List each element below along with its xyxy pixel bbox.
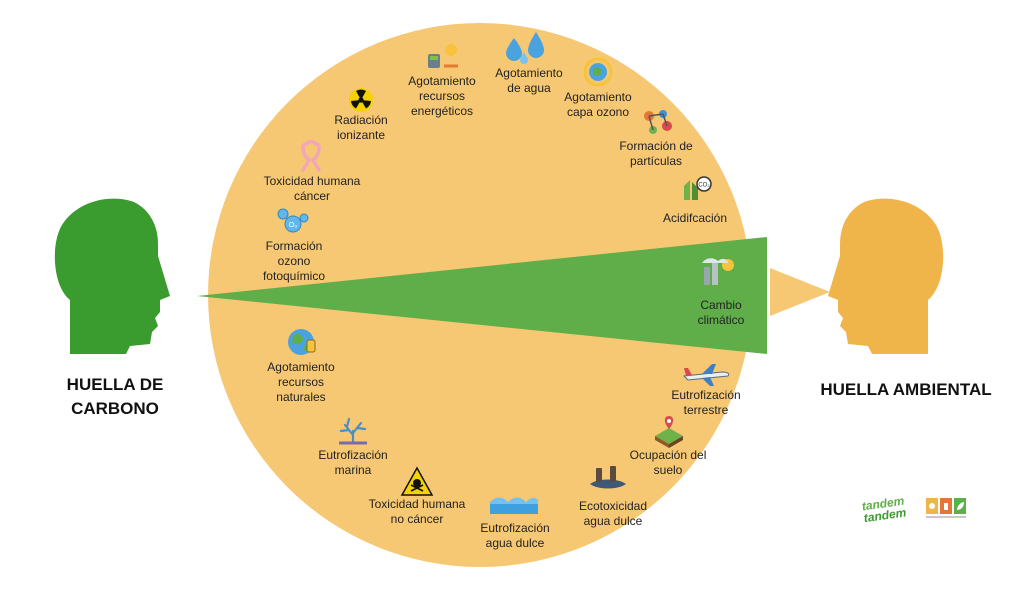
label-ocupacion-suelo: Ocupación del suelo bbox=[629, 448, 707, 477]
label-eutrofizacion-marina: Eutrofización marina bbox=[318, 448, 388, 477]
water-waves-icon bbox=[490, 497, 538, 514]
ozone-layer-icon bbox=[583, 57, 613, 87]
label-recursos-energeticos: Agotamiento recursos energéticos bbox=[408, 74, 476, 118]
label-radiacion: Radiación ionizante bbox=[334, 113, 388, 142]
ozone-bubbles-icon: O₃ bbox=[277, 208, 309, 233]
radiation-icon bbox=[349, 88, 373, 112]
coral-icon bbox=[339, 417, 367, 445]
label-toxicidad-cancer: Toxicidad humana cáncer bbox=[263, 174, 361, 203]
right-head-pointer bbox=[770, 268, 830, 316]
label-toxicidad-no-cancer: Toxicidad humana no cáncer bbox=[368, 497, 466, 526]
climate-change-icon bbox=[702, 258, 734, 287]
natural-resources-icon bbox=[288, 329, 316, 355]
label-ecotoxicidad: Ecotoxicidad agua dulce bbox=[578, 499, 648, 528]
water-drops-icon bbox=[506, 32, 544, 64]
label-particulas: Formación de partículas bbox=[619, 139, 693, 168]
carbon-wedge bbox=[197, 237, 767, 354]
toxic-warning-icon bbox=[400, 466, 434, 496]
right-head-caption: HUELLA AMBIENTAL bbox=[820, 380, 992, 399]
label-ozono-fotoquimico: Formación ozono fotoquímico bbox=[262, 239, 326, 283]
svg-text:tandem: tandem bbox=[863, 505, 908, 525]
left-head-silhouette bbox=[54, 198, 170, 354]
label-eutrofizacion-terrestre: Eutrofización terrestre bbox=[671, 388, 741, 417]
left-head-caption: HUELLA DE CARBONO bbox=[66, 375, 164, 418]
airplane-icon bbox=[682, 364, 730, 386]
right-head-silhouette bbox=[828, 198, 944, 354]
label-eutrofizacion-agua-dulce: Eutrofización agua dulce bbox=[480, 521, 550, 550]
svg-text:O₃: O₃ bbox=[289, 222, 297, 229]
tandem-logo-icon: tandem tandem bbox=[861, 494, 966, 525]
cancer-ribbon-icon bbox=[301, 140, 321, 172]
tandem-logo: tandem tandem bbox=[860, 494, 970, 528]
label-cambio-climatico: Cambio climático bbox=[697, 298, 745, 327]
svg-text:tandem: tandem bbox=[861, 494, 906, 513]
land-use-icon bbox=[655, 416, 683, 448]
label-acidificacion: Acidifcación bbox=[662, 211, 728, 225]
acidification-icon: CO₂ bbox=[684, 176, 712, 200]
label-capa-ozono: Agotamiento capa ozono bbox=[564, 90, 632, 119]
label-agua: Agotamiento de agua bbox=[495, 66, 563, 95]
svg-text:CO₂: CO₂ bbox=[698, 183, 710, 189]
ecotoxicity-icon bbox=[590, 466, 626, 489]
particles-icon bbox=[644, 110, 672, 134]
energy-resources-icon bbox=[428, 44, 458, 68]
label-recursos-naturales: Agotamiento recursos naturales bbox=[267, 360, 335, 404]
